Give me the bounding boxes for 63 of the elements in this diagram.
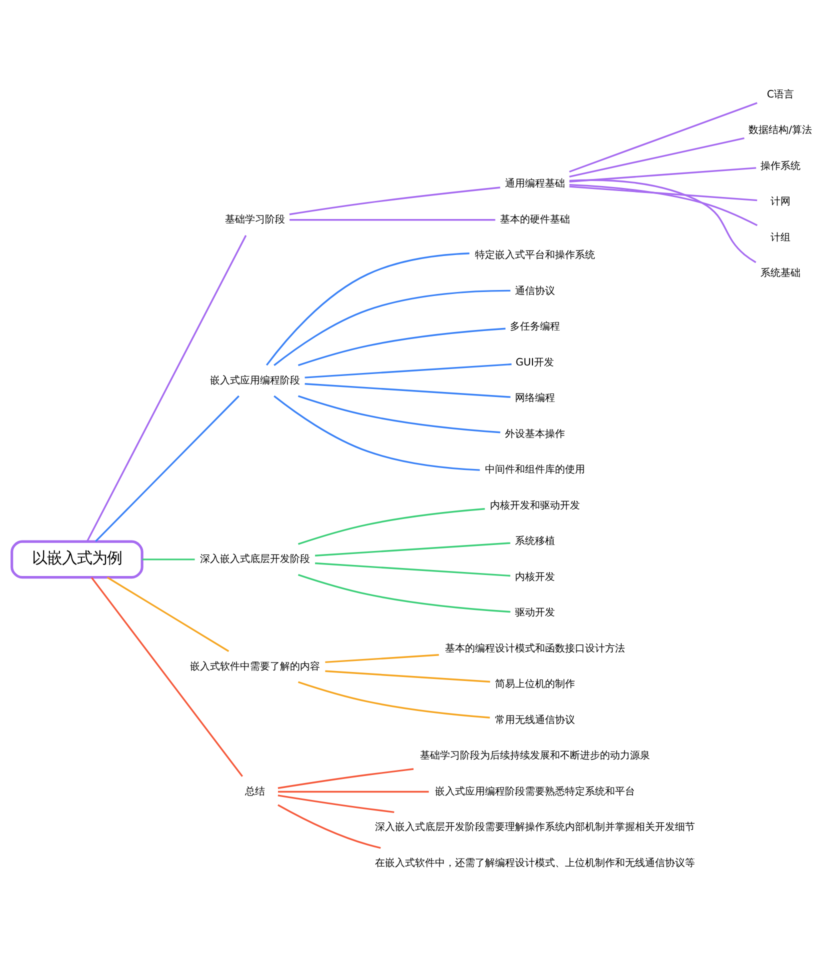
connector — [86, 234, 247, 542]
node-text: 系统基础 — [760, 268, 800, 279]
connector — [304, 362, 512, 378]
node-text: 通用编程基础 — [504, 178, 565, 190]
connector — [298, 327, 506, 366]
node-text: 特定嵌入式平台和操作系统 — [474, 250, 595, 261]
connector — [278, 790, 429, 792]
node-text: 在嵌入式软件中，还需了解编程设计模式、上位机制作和无线通信协议等 — [374, 857, 695, 868]
node-text: 驱动开发 — [514, 607, 555, 618]
connector — [569, 166, 756, 182]
connector — [106, 576, 230, 652]
node-text: 计网 — [770, 196, 790, 208]
node-text: 中间件和组件库的使用 — [484, 464, 585, 476]
connector — [142, 558, 195, 560]
node-text: 嵌入式软件中需要了解的内容 — [190, 660, 320, 672]
connector — [278, 794, 394, 813]
connector — [315, 562, 510, 576]
node-box: 以嵌入式为例 — [10, 540, 144, 578]
node-text: 基础学习阶段 — [224, 214, 285, 225]
node-text: 基本的硬件基础 — [500, 214, 570, 225]
connector — [315, 542, 510, 556]
node-text: 计组 — [770, 232, 790, 243]
node-text: 深入嵌入式底层开发阶段 — [200, 554, 310, 565]
connector — [278, 804, 381, 848]
node-text: 通信协议 — [514, 285, 555, 296]
node-text: 总结 — [244, 786, 265, 797]
connector — [90, 576, 244, 776]
connector — [289, 186, 500, 215]
node-text: 操作系统 — [760, 160, 800, 172]
node-text: 基础学习阶段为后续持续发展和不断进步的动力源泉 — [420, 750, 650, 762]
node-text: C语言 — [766, 88, 794, 100]
connector — [304, 382, 511, 398]
connector — [298, 573, 510, 612]
connector — [298, 394, 500, 433]
node-text: 简易上位机的制作 — [494, 678, 575, 690]
connector — [569, 183, 758, 226]
node-text: 内核开发 — [514, 571, 555, 582]
connector — [274, 289, 510, 366]
connector — [290, 218, 496, 220]
connector — [298, 508, 485, 544]
connector — [274, 394, 480, 470]
node-text: GUI开发 — [516, 356, 554, 368]
connector — [266, 252, 470, 366]
node-text: 嵌入式应用编程阶段需要熟悉特定系统和平台 — [434, 786, 635, 797]
connector — [298, 680, 490, 718]
node-text: 深入嵌入式底层开发阶段需要理解操作系统内部机制并掌握相关开发细节 — [374, 822, 695, 833]
connector — [569, 136, 744, 178]
connector — [278, 768, 414, 788]
node-text: 嵌入式应用编程阶段 — [210, 374, 300, 386]
connector — [95, 394, 240, 542]
connector — [325, 654, 439, 663]
node-text: 基本的编程设计模式和函数接口设计方法 — [444, 642, 625, 654]
connector — [325, 670, 490, 682]
connector — [569, 102, 758, 172]
connector — [569, 178, 756, 263]
node-text: 网络编程 — [514, 392, 555, 404]
node-text: 常用无线通信协议 — [494, 714, 575, 726]
node-text: 多任务编程 — [510, 321, 560, 332]
node-text: 系统移植 — [514, 536, 555, 547]
connector — [569, 185, 758, 201]
node-text: 数据结构/算法 — [748, 124, 812, 136]
node-text: 外设基本操作 — [504, 428, 565, 440]
node-text: 内核开发和驱动开发 — [490, 500, 580, 511]
